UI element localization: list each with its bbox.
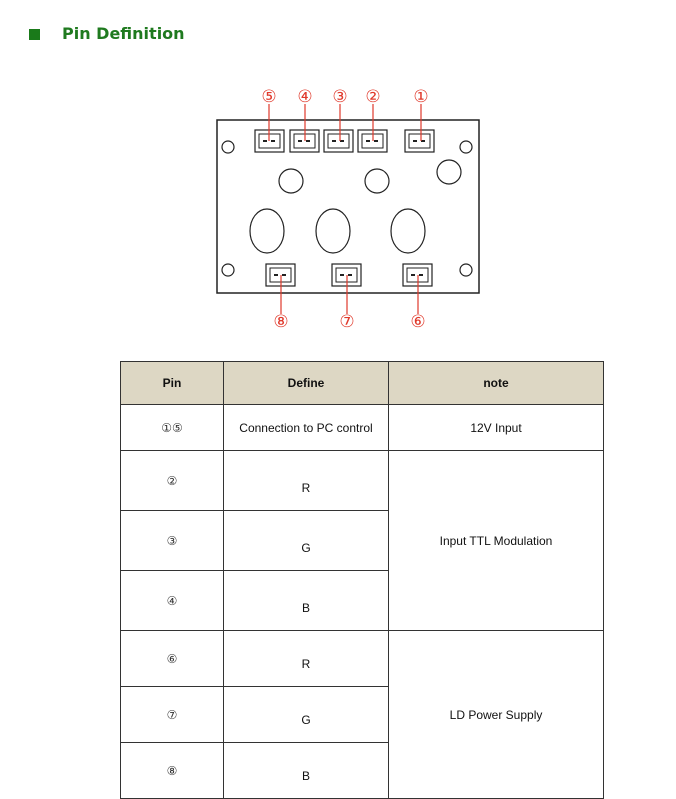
callout-label: ① [413, 87, 428, 107]
define-cell: R [223, 630, 389, 687]
callout-label: ⑤ [261, 87, 276, 107]
round-component [278, 168, 304, 194]
define-cell: B [223, 570, 389, 631]
table-row: ② R Input TTL Modulation [120, 450, 604, 631]
pin-cell: ③ [120, 510, 224, 571]
define-cell: G [223, 686, 389, 743]
mount-hole [459, 263, 473, 277]
header-define: Define [223, 361, 389, 405]
round-component [436, 159, 462, 185]
pin-cell: ⑥ [120, 630, 224, 687]
mount-hole [459, 140, 473, 154]
round-component [364, 168, 390, 194]
header-pin: Pin [120, 361, 224, 405]
pin-table: Pin Define note ①⑤ Connection to PC cont… [120, 361, 604, 799]
pin-cell: ④ [120, 570, 224, 631]
mount-hole [221, 263, 235, 277]
callout-label: ⑦ [339, 312, 354, 332]
connector-1 [404, 129, 435, 153]
pin-cell: ⑦ [120, 686, 224, 743]
connector-3 [323, 129, 354, 153]
pin-cell: ⑧ [120, 742, 224, 799]
table-row: ④ B [120, 570, 604, 631]
oval-component [249, 208, 285, 254]
section-title: Pin Definition [62, 24, 185, 43]
mount-hole [221, 140, 235, 154]
callout-label: ② [365, 87, 380, 107]
table-row: ⑦ G [120, 686, 604, 743]
define-cell: Connection to PC control [223, 404, 389, 451]
table-header-row: Pin Define note [120, 361, 604, 405]
callout-label: ⑥ [410, 312, 425, 332]
define-cell: G [223, 510, 389, 571]
callout-label: ③ [332, 87, 347, 107]
note-cell: LD Power Supply [388, 630, 604, 799]
bullet-square-icon [29, 28, 40, 40]
note-cell: Input TTL Modulation [388, 450, 604, 631]
callout-label: ⑧ [273, 312, 288, 332]
callout-label: ④ [297, 87, 312, 107]
leader-lines [268, 104, 422, 314]
pin-cell: ② [120, 450, 224, 511]
pin-cell: ①⑤ [120, 404, 224, 451]
section-heading: Pin Definition [29, 24, 185, 44]
note-cell: 12V Input [388, 404, 604, 451]
table-row: ①⑤ Connection to PC control 12V Input [120, 404, 604, 451]
oval-component [315, 208, 351, 254]
oval-component [390, 208, 426, 254]
define-cell: R [223, 450, 389, 511]
header-note: note [388, 361, 604, 405]
define-cell: B [223, 742, 389, 799]
table-row: ⑥ R LD Power Supply [120, 630, 604, 799]
table-row: ③ G [120, 510, 604, 571]
pin-diagram: ⑤ ④ ③ ② ① ⑧ ⑦ ⑥ [216, 87, 480, 332]
